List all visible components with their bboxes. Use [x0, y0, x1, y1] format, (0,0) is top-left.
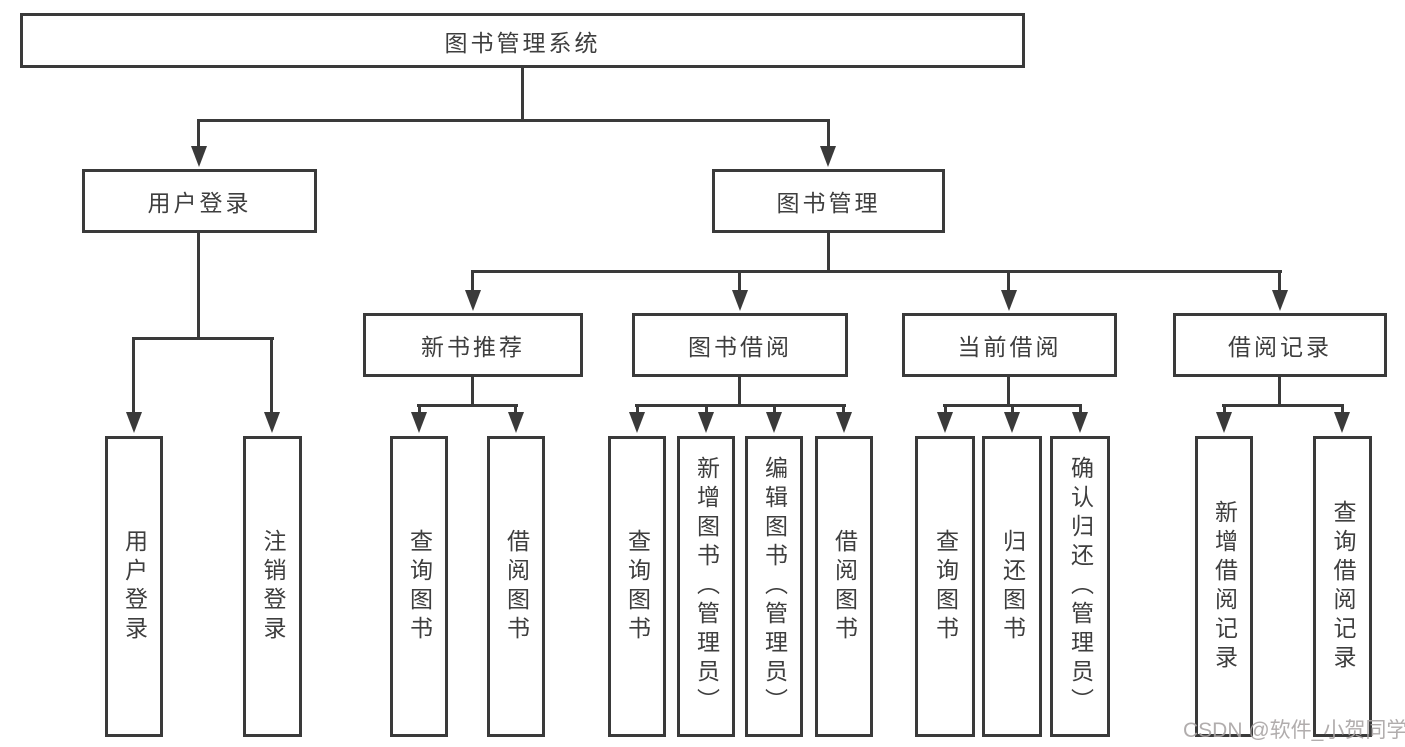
leaf-bookborrow-add-label: 新增图书（管理员）: [693, 456, 720, 717]
csdn-watermark: CSDN @软件_小贺同学: [1183, 719, 1405, 742]
leaf-bookborrow-add: 新增图书（管理员）: [677, 436, 735, 737]
arrowhead-book-mgmt: [820, 146, 836, 167]
leaf-currentborrow-confirm-label: 确认归还（管理员）: [1067, 456, 1094, 717]
node-root-label: 图书管理系统: [444, 29, 601, 56]
connector-user-login-stem: [197, 233, 200, 340]
leaf-records-add: 新增借阅记录: [1195, 436, 1253, 737]
node-current-borrow: 当前借阅: [902, 313, 1117, 377]
leaf-records-add-label: 新增借阅记录: [1211, 499, 1238, 674]
arrowhead-bb-borrow: [836, 412, 852, 433]
node-book-borrow: 图书借阅: [632, 313, 848, 377]
leaf-logout: 注销登录: [243, 436, 302, 737]
node-root: 图书管理系统: [20, 13, 1025, 68]
connector-drop-nb-query: [418, 407, 421, 414]
leaf-newbooks-query-label: 查询图书: [406, 528, 433, 645]
connector-drop-leaf-user-login: [132, 340, 135, 414]
leaf-newbooks-query: 查询图书: [390, 436, 448, 737]
arrowhead-bb-query: [629, 412, 645, 433]
arrowhead-bb-add: [698, 412, 714, 433]
leaf-currentborrow-query: 查询图书: [915, 436, 975, 737]
leaf-records-query-label: 查询借阅记录: [1330, 499, 1356, 674]
arrowhead-nb-borrow: [508, 412, 524, 433]
connector-drop-bb-query: [636, 407, 639, 414]
connector-new-books-stem: [471, 377, 474, 407]
connector-user-login-bus: [132, 337, 274, 340]
arrowhead-borrow-records: [1272, 290, 1288, 311]
arrowhead-br-query: [1334, 412, 1350, 433]
connector-book-borrow-bus: [635, 404, 846, 407]
leaf-user-login: 用户登录: [105, 436, 163, 737]
leaf-user-login-label: 用户登录: [121, 528, 148, 645]
node-book-borrow-label: 图书借阅: [688, 334, 792, 360]
leaf-currentborrow-confirm: 确认归还（管理员）: [1050, 436, 1110, 737]
connector-root-stem: [521, 68, 524, 121]
node-book-mgmt: 图书管理: [712, 169, 945, 233]
leaf-newbooks-borrow-label: 借阅图书: [503, 528, 530, 645]
arrowhead-user-login: [191, 146, 207, 167]
leaf-bookborrow-edit-label: 编辑图书（管理员）: [761, 456, 788, 717]
arrowhead-cb-query: [937, 412, 953, 433]
connector-level1-bus: [197, 119, 830, 122]
connector-book-mgmt-stem: [827, 233, 830, 273]
arrowhead-br-add: [1216, 412, 1232, 433]
leaf-newbooks-borrow: 借阅图书: [487, 436, 545, 737]
connector-drop-book-borrow: [738, 273, 741, 291]
connector-drop-bb-edit: [773, 407, 776, 414]
connector-drop-bb-borrow: [842, 407, 845, 414]
node-current-borrow-label: 当前借阅: [957, 334, 1062, 360]
connector-book-borrow-stem: [738, 377, 741, 407]
leaf-currentborrow-return-label: 归还图书: [999, 528, 1026, 645]
arrowhead-bb-edit: [766, 412, 782, 433]
arrowhead-nb-query: [411, 412, 427, 433]
leaf-bookborrow-edit: 编辑图书（管理员）: [745, 436, 803, 737]
arrowhead-cb-return: [1004, 412, 1020, 433]
leaf-currentborrow-query-label: 查询图书: [932, 528, 959, 645]
arrowhead-cb-confirm: [1072, 412, 1088, 433]
node-borrow-records-label: 借阅记录: [1228, 334, 1332, 360]
leaf-bookborrow-borrow: 借阅图书: [815, 436, 873, 737]
connector-drop-br-query: [1341, 407, 1344, 414]
leaf-bookborrow-query-label: 查询图书: [624, 528, 651, 645]
connector-drop-new-books: [471, 273, 474, 291]
arrowhead-leaf-logout: [264, 412, 280, 433]
leaf-records-query: 查询借阅记录: [1313, 436, 1372, 737]
connector-drop-bb-add: [705, 407, 708, 414]
arrowhead-leaf-user-login: [126, 412, 142, 433]
leaf-logout-label: 注销登录: [260, 528, 286, 645]
node-book-mgmt-label: 图书管理: [776, 190, 881, 216]
connector-drop-nb-borrow: [514, 407, 517, 414]
connector-drop-cb-query: [944, 407, 947, 414]
connector-new-books-bus: [417, 404, 518, 407]
connector-drop-borrow-records: [1278, 273, 1281, 291]
connector-drop-br-add: [1223, 407, 1226, 414]
leaf-currentborrow-return: 归还图书: [982, 436, 1042, 737]
arrowhead-book-borrow: [732, 290, 748, 311]
connector-drop-cb-return: [1011, 407, 1014, 414]
arrowhead-new-books: [465, 290, 481, 311]
node-new-books-label: 新书推荐: [421, 334, 525, 360]
connector-drop-leaf-logout: [270, 340, 273, 414]
arrowhead-current-borrow: [1001, 290, 1017, 311]
leaf-bookborrow-borrow-label: 借阅图书: [831, 528, 858, 645]
connector-current-borrow-stem: [1007, 377, 1010, 407]
connector-drop-current-borrow: [1007, 273, 1010, 291]
connector-borrow-records-bus: [1222, 404, 1344, 407]
connector-borrow-records-stem: [1278, 377, 1281, 407]
leaf-bookborrow-query: 查询图书: [608, 436, 666, 737]
node-user-login: 用户登录: [82, 169, 317, 233]
connector-drop-book-mgmt: [827, 122, 830, 147]
node-user-login-label: 用户登录: [147, 190, 252, 216]
connector-drop-cb-confirm: [1079, 407, 1082, 414]
connector-drop-user-login: [197, 122, 200, 147]
node-new-books: 新书推荐: [363, 313, 583, 377]
connector-current-borrow-bus: [943, 404, 1082, 407]
connector-level2-bus: [471, 270, 1282, 273]
node-borrow-records: 借阅记录: [1173, 313, 1387, 377]
